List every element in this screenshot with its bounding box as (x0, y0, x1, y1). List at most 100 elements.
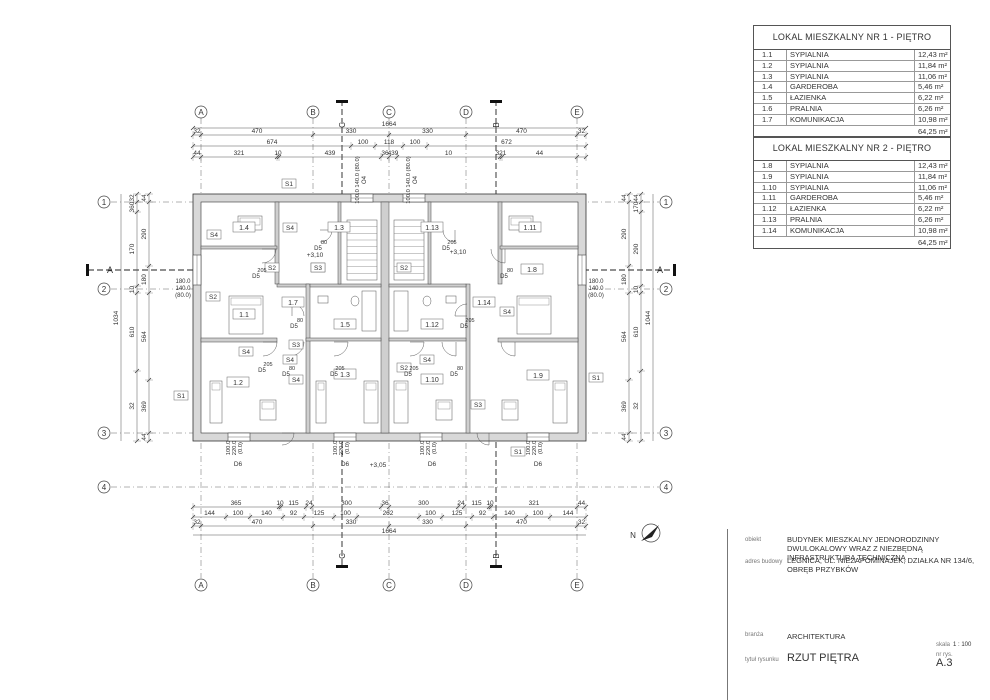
label-adres: adres budowy (745, 559, 783, 565)
section-tag-box (238, 346, 254, 357)
door-swing (454, 303, 468, 317)
dim-right1-label: 32 (633, 402, 640, 410)
section-mark-a-left (86, 264, 89, 276)
section-tag-box (588, 372, 604, 383)
window-dims-left: (80.0) (175, 293, 191, 299)
room-table-cell-area: 5,46 m² (918, 82, 944, 92)
dim-left-total: 1034 (113, 310, 120, 325)
section-tag: S1 (514, 449, 522, 456)
bed-1-8-pillow (518, 297, 550, 306)
label-nr: nr rys. (936, 652, 953, 658)
dim-top3-label: 36 (381, 150, 389, 157)
section-tag: S4 (210, 232, 218, 239)
window-dims-bottom: (0.0) (238, 442, 244, 454)
door-dim: 205 (409, 366, 418, 372)
section-mark-c-bottom (336, 565, 348, 568)
room-table-cell-area: 12,43 m² (918, 161, 948, 170)
room-table-cell-area: 6,22 m² (918, 93, 944, 103)
dim-bot2-label: 100 (340, 510, 351, 517)
bed-1-2-pillow (211, 382, 221, 391)
section-tag-box (470, 399, 486, 410)
bed-1-10 (393, 380, 409, 424)
axis-bubble-bottom-B (306, 578, 320, 592)
section-tag: S2 (400, 265, 408, 272)
window-dims-bottom: 100.0 (526, 441, 532, 456)
dim-top3-label: 10 (445, 150, 453, 157)
level-marker: +3,10 (307, 252, 324, 259)
window-dims-bottom: 220.0 (339, 441, 345, 456)
axis-label-left: 3 (102, 429, 107, 438)
room-table-cell-n: 1.3 (754, 71, 787, 82)
door-dim: 205 (447, 240, 456, 246)
window-dims-right: (80.0) (588, 293, 604, 299)
axis-bubble-top-E (570, 105, 584, 119)
axis-bubble-right-3 (659, 426, 673, 440)
section-tag: S2 (400, 365, 408, 372)
room-tag: 1.13 (425, 225, 439, 232)
section-tag: S4 (292, 377, 300, 384)
room-table-cell-room: SYPIALNIA (787, 182, 915, 193)
dim-top1-label: 330 (346, 128, 357, 135)
section-mark-b-top (490, 100, 502, 103)
room-tag: 1.5 (340, 322, 350, 329)
room-table-total: 64,25 m² (918, 126, 948, 136)
room-table-cell-area: 10,98 m² (918, 114, 948, 124)
window-dims-left: 140.0 (175, 286, 191, 292)
dim-bot2-label: 140 (261, 510, 272, 517)
dim-bot2-label: 100 (233, 510, 244, 517)
dim-bot3-label: 470 (252, 519, 263, 526)
axis-bubble-right-1 (659, 195, 673, 209)
dim-left2-label: 369 (141, 401, 148, 412)
door-swing (281, 432, 295, 446)
axis-label-right: 2 (664, 285, 669, 294)
dim-bot2-label: 144 (563, 510, 574, 517)
door-swing (409, 341, 425, 357)
section-mark-b-bottom (490, 565, 502, 568)
room-table-cell-room: SYPIALNIA (787, 171, 915, 182)
window-dims-right: 140.0 (588, 286, 604, 292)
dim-top3-label: 44 (193, 150, 201, 157)
dim-bot2-label: 100 (425, 510, 436, 517)
dim-bot1-label: 10 (486, 500, 494, 507)
window-dims-left: 180.0 (175, 279, 191, 285)
axis-label-top: A (198, 108, 204, 117)
bed-1-2 (209, 380, 223, 424)
dim-bot2-label: 144 (204, 510, 215, 517)
dim-bot1-label: 365 (231, 500, 242, 507)
room-tag-box (281, 296, 305, 308)
washing-machine (317, 295, 329, 304)
label-skala: skala (936, 642, 951, 648)
door-id: D5 (252, 274, 260, 280)
bed-1-2b-pillow (261, 401, 275, 410)
door-swing (500, 341, 516, 357)
section-tag: S4 (242, 349, 250, 356)
dim-left1-label: 32 (129, 194, 136, 202)
room-tag: 1.10 (425, 377, 439, 384)
dim-top2-label: 100 (410, 139, 421, 146)
dim-top2-label: 118 (384, 139, 395, 146)
door-dim: 80 (507, 268, 513, 274)
window-dims-bottom: (0.0) (538, 442, 544, 454)
dim-top2-label: 672 (501, 139, 512, 146)
room-tag-box (520, 263, 544, 275)
section-tag-box (282, 354, 298, 365)
dim-right2-label: 44 (621, 194, 628, 202)
section-tag: S1 (285, 181, 293, 188)
room-table-cell-area: 12,43 m² (918, 50, 948, 59)
interior-wall (276, 283, 310, 288)
dim-bot1-label: 321 (529, 500, 540, 507)
dim-right2-label: 180 (621, 274, 628, 285)
room-tag-box (232, 308, 256, 320)
room-table-cell-n: 1.14 (754, 225, 787, 236)
label-branza: branża (745, 632, 764, 638)
dim-right2-label: 290 (621, 228, 628, 239)
room-table-cell-room: SYPIALNIA (787, 60, 915, 71)
room-table-total: 64,25 m² (918, 237, 948, 247)
